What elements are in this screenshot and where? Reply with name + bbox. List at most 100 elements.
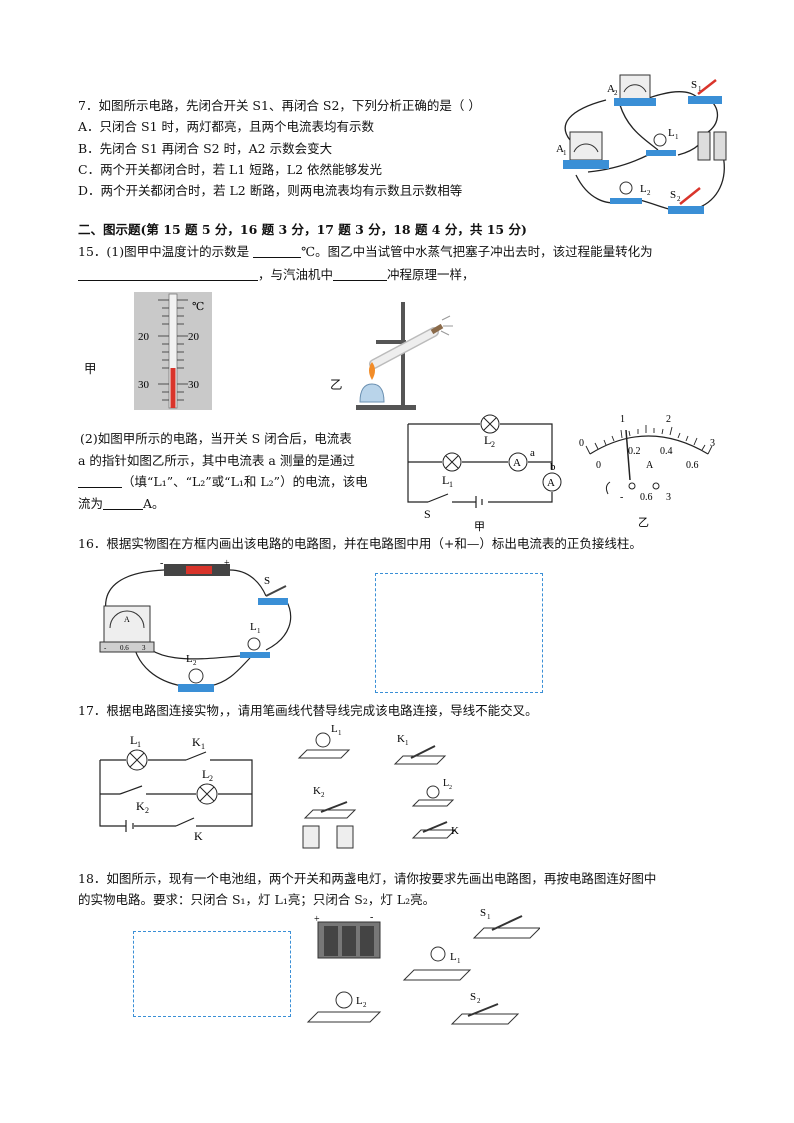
q18-stem-line1: 18．如图所示，现有一个电池组，两个开关和两盏电灯，请你按要求先画出电路图，再按… — [78, 871, 657, 886]
svg-text:2: 2 — [209, 774, 213, 783]
svg-text:L: L — [640, 183, 647, 195]
answer-blank[interactable] — [333, 268, 388, 281]
svg-text:S: S — [264, 575, 270, 587]
q17-physical-components: L 1 K 1 L 2 K 2 K — [297, 723, 459, 849]
svg-text:A: A — [646, 460, 654, 471]
svg-text:A: A — [556, 143, 564, 155]
q7-circuit-figure: A 2 S 1 A 1 L 1 L 2 S 2 — [556, 74, 727, 214]
lamp-l2-icon — [610, 181, 642, 204]
lamp-l2-icon — [306, 991, 382, 1023]
q16-answer-box[interactable] — [375, 573, 543, 693]
svg-text:0.6: 0.6 — [640, 492, 653, 503]
svg-text:乙: 乙 — [638, 516, 649, 529]
q7-option-a: A．只闭合 S1 时，两灯都亮，且两个电流表均有示数 — [78, 119, 374, 134]
svg-text:L: L — [450, 951, 457, 963]
q15-part2-line1: (2)如图甲所示的电路，当开关 S 闭合后，电流表 — [80, 431, 352, 446]
ammeter-b-icon — [542, 472, 562, 492]
lamp-l1-icon — [126, 749, 148, 771]
label-jia: 甲 — [84, 361, 97, 376]
svg-text:2: 2 — [145, 806, 149, 815]
section-title: 二、图示题(第 15 题 5 分，16 题 3 分，17 题 3 分，18 题 … — [78, 222, 527, 237]
svg-text:0.6: 0.6 — [686, 460, 699, 471]
switch-s1-icon — [472, 915, 540, 939]
svg-text:L: L — [484, 433, 491, 447]
svg-text:1: 1 — [201, 742, 205, 751]
label-yi: 乙 — [330, 377, 343, 392]
svg-text:L: L — [443, 778, 449, 789]
lamp-l2-icon — [480, 414, 500, 434]
svg-text:0: 0 — [596, 460, 601, 471]
svg-text:2: 2 — [193, 659, 197, 667]
answer-blank[interactable] — [78, 475, 122, 488]
svg-text:K: K — [451, 825, 459, 837]
q15-line1: 15．(1)图甲中温度计的示数是 ℃。图乙中当试管中水蒸气把塞子冲出去时，该过程… — [78, 244, 653, 259]
lamp-l1-icon — [402, 946, 472, 981]
svg-text:1: 1 — [405, 739, 409, 747]
thermometer-figure: ℃ 20 20 30 30 — [134, 292, 212, 410]
q7-stem: 7．如图所示电路，先闭合开关 S1、再闭合 S2，下列分析正确的是（ ） — [78, 98, 481, 113]
q15-circuit-diagram: L 2 L 1 A a A b S 甲 — [407, 414, 562, 533]
svg-text:+: + — [224, 558, 230, 569]
battery-icon — [164, 564, 230, 576]
answer-blank[interactable] — [103, 497, 144, 510]
switch-k2-icon — [303, 801, 357, 819]
svg-text:L: L — [130, 733, 137, 747]
svg-text:0.4: 0.4 — [660, 446, 673, 457]
lamp-l1-icon — [442, 452, 462, 472]
svg-text:1: 1 — [257, 627, 261, 635]
svg-text:0.6: 0.6 — [120, 644, 129, 652]
svg-text:3: 3 — [710, 438, 715, 449]
switch-s2-icon — [450, 1003, 520, 1025]
ammeter-a1-icon — [563, 131, 609, 169]
lamp-l1-icon — [297, 732, 351, 759]
svg-text:L: L — [186, 653, 193, 665]
svg-text:S: S — [480, 907, 486, 919]
svg-text:-: - — [104, 644, 107, 652]
svg-text:2: 2 — [363, 1001, 367, 1009]
answer-blank[interactable] — [253, 245, 302, 258]
label-a2: A — [607, 83, 615, 95]
q18-answer-box[interactable] — [133, 931, 291, 1017]
q18-stem-line2: 的实物电路。要求：只闭合 S₁，灯 L₁亮；只闭合 S₂，灯 L₂亮。 — [78, 892, 436, 907]
ammeter-a2-icon — [614, 74, 656, 106]
svg-text:1: 1 — [487, 913, 491, 921]
mercury-column — [170, 368, 176, 408]
svg-text:1: 1 — [137, 740, 141, 749]
svg-text:2: 2 — [614, 89, 618, 97]
lamp-l1-icon — [646, 133, 676, 156]
svg-text:1: 1 — [449, 480, 453, 489]
q16-physical-circuit-figure: - + S A - 0.6 3 L 1 L 2 — [99, 558, 292, 692]
battery-icon — [302, 825, 354, 849]
dial-pointer — [625, 429, 631, 481]
lamp-l1-icon — [240, 637, 270, 658]
q17-circuit-diagram: L 1 K 1 L 2 K 2 K — [99, 733, 253, 840]
thermo-unit: ℃ — [192, 301, 204, 313]
svg-text:A: A — [513, 457, 521, 469]
svg-text:3: 3 — [142, 644, 146, 652]
svg-text:A: A — [547, 477, 555, 489]
q15-line2: ，与汽油机中冲程原理一样， — [78, 266, 475, 284]
q16-stem: 16．根据实物图在方框内画出该电路的电路图，并在电路图中用（+和—）标出电流表的… — [78, 536, 642, 551]
svg-text:K: K — [397, 733, 405, 745]
svg-text:1: 1 — [620, 414, 625, 425]
svg-text:L: L — [202, 767, 209, 781]
answer-blank[interactable] — [78, 268, 258, 281]
svg-text:0: 0 — [579, 438, 584, 449]
svg-text:K: K — [136, 799, 145, 813]
svg-text:甲: 甲 — [474, 521, 485, 533]
svg-text:1: 1 — [698, 85, 702, 93]
svg-text:2: 2 — [321, 791, 325, 799]
svg-text:L: L — [331, 723, 338, 735]
svg-text:1: 1 — [563, 149, 567, 157]
switch-s-icon — [258, 585, 288, 605]
svg-text:1: 1 — [675, 133, 679, 141]
svg-text:20: 20 — [138, 331, 150, 343]
svg-text:3: 3 — [666, 492, 671, 503]
q7-option-c: C．两个开关都闭合时，若 L1 短路，L2 依然能够发光 — [78, 162, 382, 177]
svg-text:L: L — [250, 621, 257, 633]
svg-text:30: 30 — [188, 379, 200, 391]
battery-icon — [697, 131, 727, 161]
svg-text:1: 1 — [457, 957, 461, 965]
q15-part2-line2: a 的指针如图乙所示，其中电流表 a 测量的是通过 — [78, 453, 355, 468]
